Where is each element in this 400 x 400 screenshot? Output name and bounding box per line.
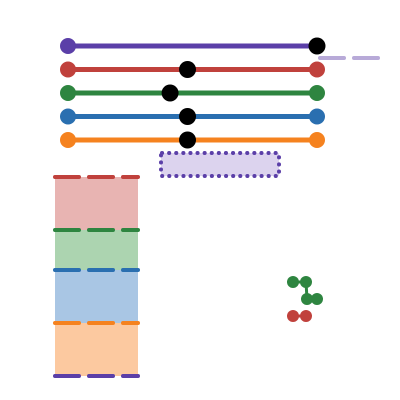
slider-end-green	[309, 85, 325, 101]
slider-end-blue	[309, 108, 325, 125]
slider-start-orange	[60, 132, 76, 148]
slider-start-purple	[60, 38, 76, 54]
slider-end-orange	[309, 132, 325, 148]
band-blue	[55, 270, 138, 323]
mini-dot	[287, 310, 299, 322]
slider-knob-purple[interactable]	[308, 37, 326, 55]
slider-start-red	[60, 61, 76, 78]
mini-dot	[300, 276, 312, 288]
band-green	[55, 230, 138, 270]
slider-knob-green[interactable]	[161, 84, 179, 102]
dotted-box[interactable]	[159, 151, 281, 178]
band-orange	[55, 323, 138, 376]
slider-knob-red[interactable]	[179, 61, 197, 78]
slider-end-red	[309, 61, 325, 78]
mini-dot	[287, 276, 299, 288]
mini-dot	[300, 310, 312, 322]
slider-knob-orange[interactable]	[179, 131, 197, 149]
band-red	[55, 177, 138, 230]
mini-dot	[311, 293, 323, 305]
slider-start-blue	[60, 108, 76, 125]
slider-start-green	[60, 85, 76, 101]
mini-dot	[301, 293, 313, 305]
slider-knob-blue[interactable]	[179, 108, 197, 125]
